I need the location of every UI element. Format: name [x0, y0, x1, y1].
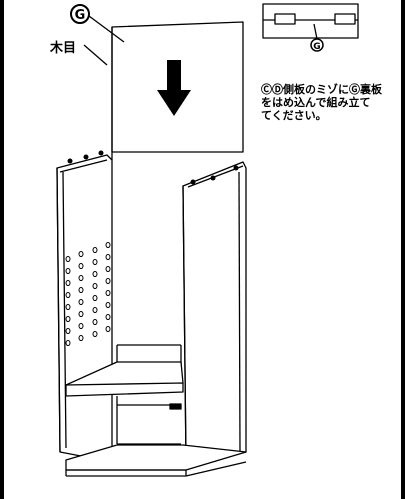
instruction-line: てください。: [261, 109, 327, 122]
top-pegs-right: [190, 165, 239, 185]
wood-grain-label: 木目: [50, 41, 77, 56]
frame-right-border: [401, 0, 405, 499]
wood-grain-leader: [83, 44, 108, 66]
frame-left-border: [0, 0, 4, 499]
right-side-panel: [182, 161, 247, 463]
insert-arrow-icon: [157, 60, 191, 116]
middle-shelf: [65, 361, 184, 397]
part-g-letter: G: [75, 8, 86, 23]
assembly-instruction: ⒸⒹ側板のミゾにⒼ裏板 をはめ込んで組み立て てください。: [261, 83, 401, 122]
groove-detail-inset: [262, 3, 359, 52]
bottom-panel: [65, 444, 247, 477]
left-side-panel: [56, 154, 113, 463]
peg-holes: [65, 242, 111, 346]
detail-g-letter: G: [313, 42, 320, 52]
part-g-callout: [70, 4, 125, 43]
instruction-line: をはめ込んで組み立て: [261, 96, 371, 109]
instruction-line: ⒸⒹ側板のミゾにⒼ裏板: [261, 83, 382, 96]
lower-compartment: [116, 396, 182, 445]
top-pegs-left: [67, 150, 104, 164]
